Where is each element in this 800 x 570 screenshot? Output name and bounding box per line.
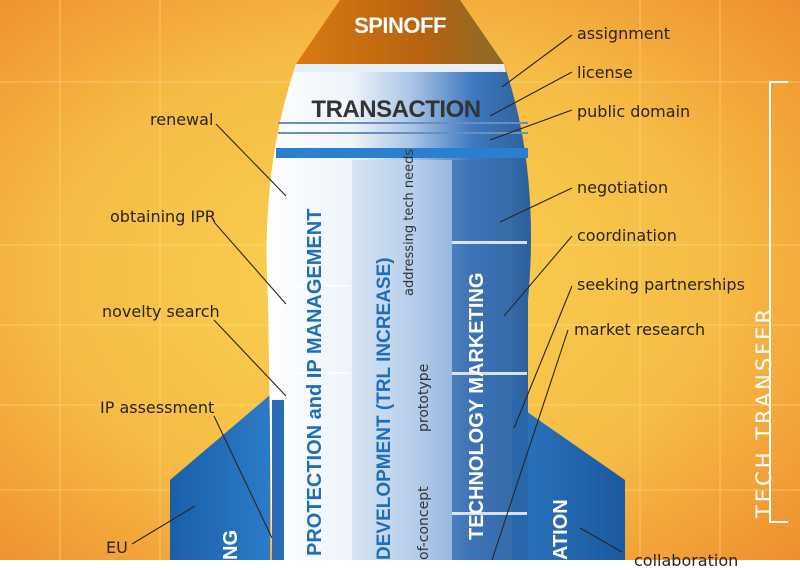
addressing-tech-needs-note: addressing tech needs [402,149,442,296]
development-column-label: DEVELOPMENT (TRL INCREASE) [374,257,395,560]
transaction-rule-top [278,122,528,124]
separator-band [276,148,528,158]
concept-note: of-concept [416,486,432,560]
right-fin [510,400,625,560]
marketing-column-label: TECHNOLOGY MARKETING [466,272,488,540]
label-public-domain: public domain [577,102,691,121]
label-collaboration: collaboration [634,551,739,570]
label-seeking-partnerships: seeking partnerships [577,275,745,294]
spinoff-label: SPINOFF [354,13,446,38]
left-fin [170,395,270,560]
label-obtaining-ipr: obtaining IPR [110,207,216,226]
rocket-nose [296,0,504,64]
label-assignment: assignment [577,24,671,43]
label-coordination: coordination [577,226,677,245]
transaction-rule-bottom [278,132,528,134]
addressing-note-text: addressing tech needs [402,148,417,296]
nose-rim [294,64,506,72]
protection-column-label: PROTECTION and IP MANAGEMENT [304,208,326,556]
left-column-edge [272,400,284,560]
transaction-label: TRANSACTION [311,96,481,123]
tech-transfer-bracket [769,81,788,523]
marketing-column [452,160,512,560]
label-license: license [577,63,633,82]
prototype-note: prototype [416,363,432,432]
development-column [352,160,452,560]
label-eu: EU [106,538,128,557]
tech-transfer-title: TECH TRANSFER [752,305,776,518]
label-novelty-search: novelty search [102,302,220,321]
label-negotiation: negotiation [577,178,669,197]
label-ip-assessment: IP assessment [100,398,215,417]
left-fin-label: NG [220,530,242,560]
body-ticks [280,241,527,515]
label-market-research: market research [574,320,706,339]
label-renewal: renewal [150,110,214,129]
right-column-edge [512,400,528,560]
leader-lines [131,34,623,561]
right-fin-label: ATION [550,499,572,560]
